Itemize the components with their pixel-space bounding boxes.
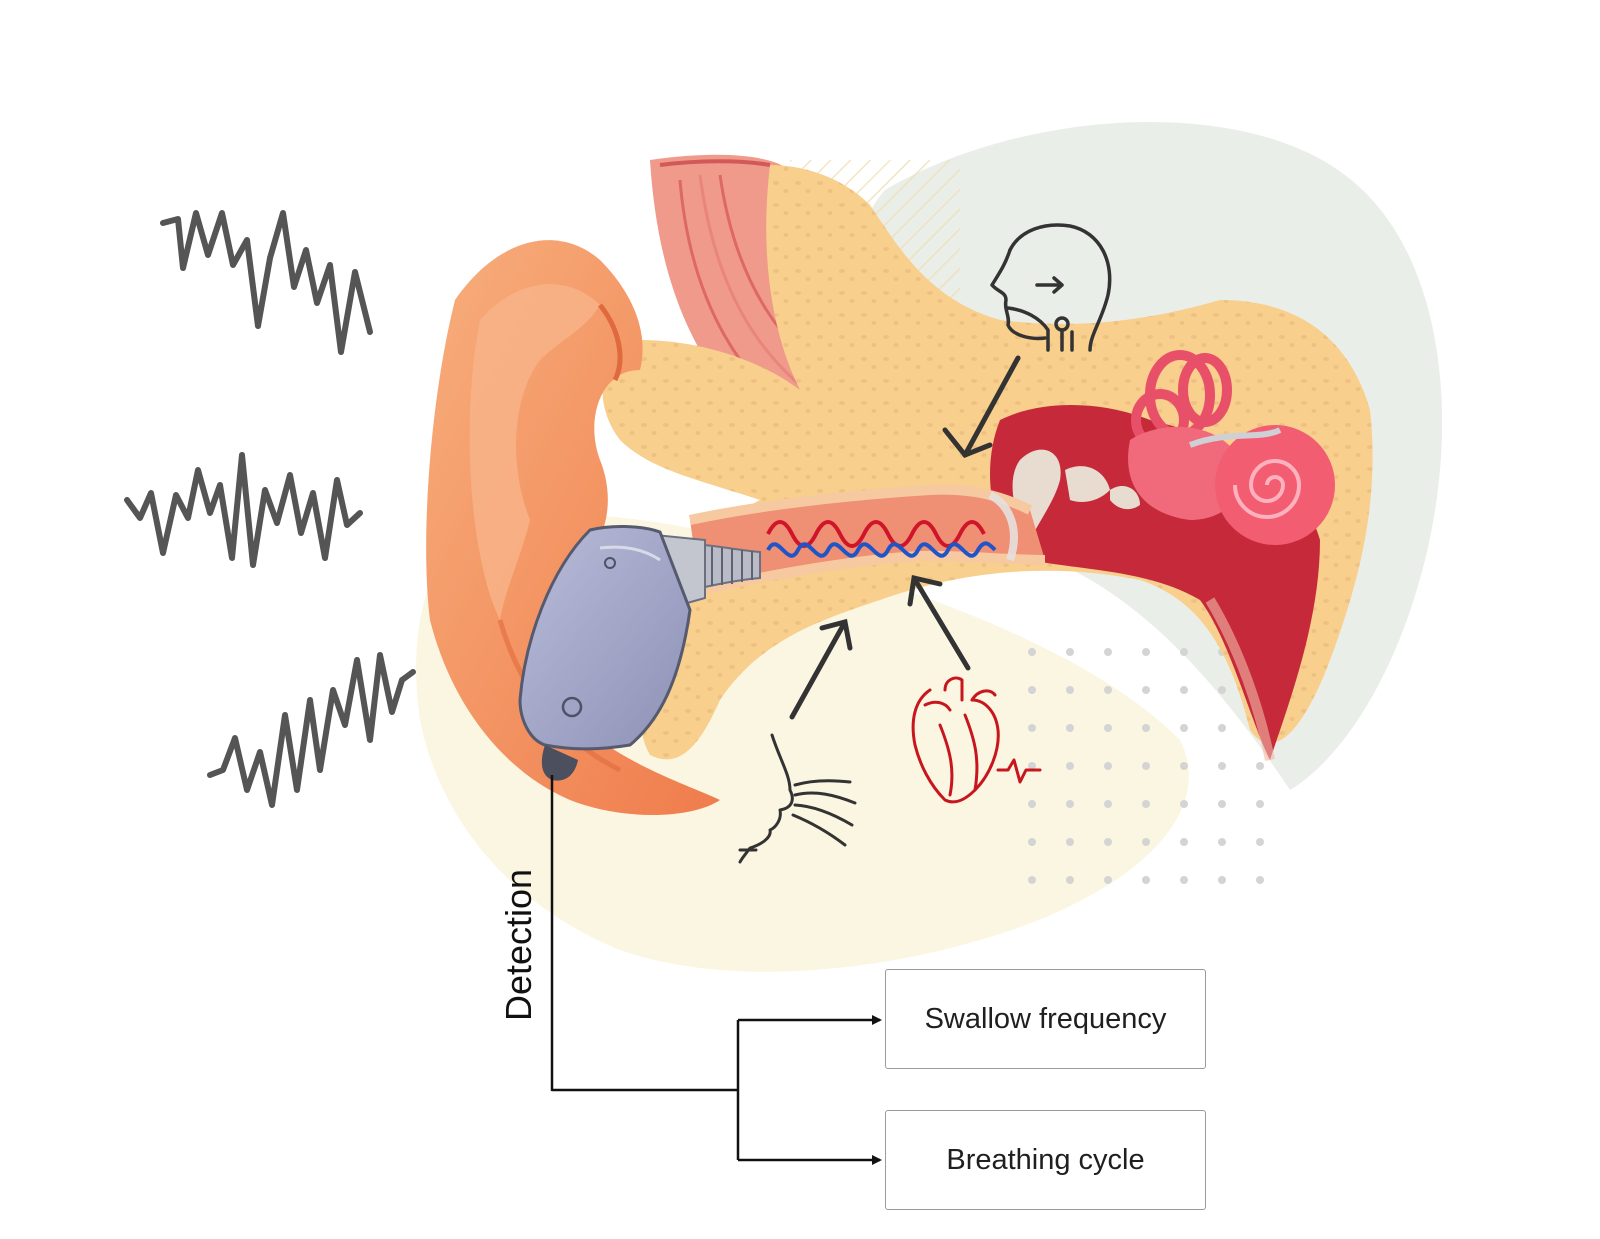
swallow-frequency-box: Swallow frequency xyxy=(885,969,1206,1069)
swallow-frequency-label: Swallow frequency xyxy=(924,1002,1167,1035)
ear-anatomy xyxy=(426,154,1373,815)
sensor-waves xyxy=(766,520,997,558)
arrow-breath-to-canal xyxy=(789,618,853,720)
heart-icon xyxy=(911,676,1042,804)
swallow-head-icon xyxy=(990,223,1112,352)
blue-signal-wave xyxy=(766,541,997,558)
noise-waves xyxy=(124,210,416,808)
detection-label-text: Detection xyxy=(498,868,539,1022)
dot-texture xyxy=(1020,630,1270,885)
arrow-heart-to-canal xyxy=(907,574,971,671)
noise-wave-3 xyxy=(207,652,416,808)
breathing-cycle-label: Breathing cycle xyxy=(946,1143,1145,1176)
source-arrows xyxy=(789,355,1021,720)
breathing-cycle-box: Breathing cycle xyxy=(885,1110,1206,1210)
arrow-swallow-to-canal xyxy=(942,355,1021,459)
in-ear-sensor-device xyxy=(518,524,761,781)
noise-wave-2 xyxy=(124,452,363,568)
detection-trunk-line xyxy=(550,775,738,1092)
detection-connectors xyxy=(550,775,882,1165)
breathing-face-icon xyxy=(738,733,857,864)
noise-wave-1 xyxy=(160,210,373,355)
